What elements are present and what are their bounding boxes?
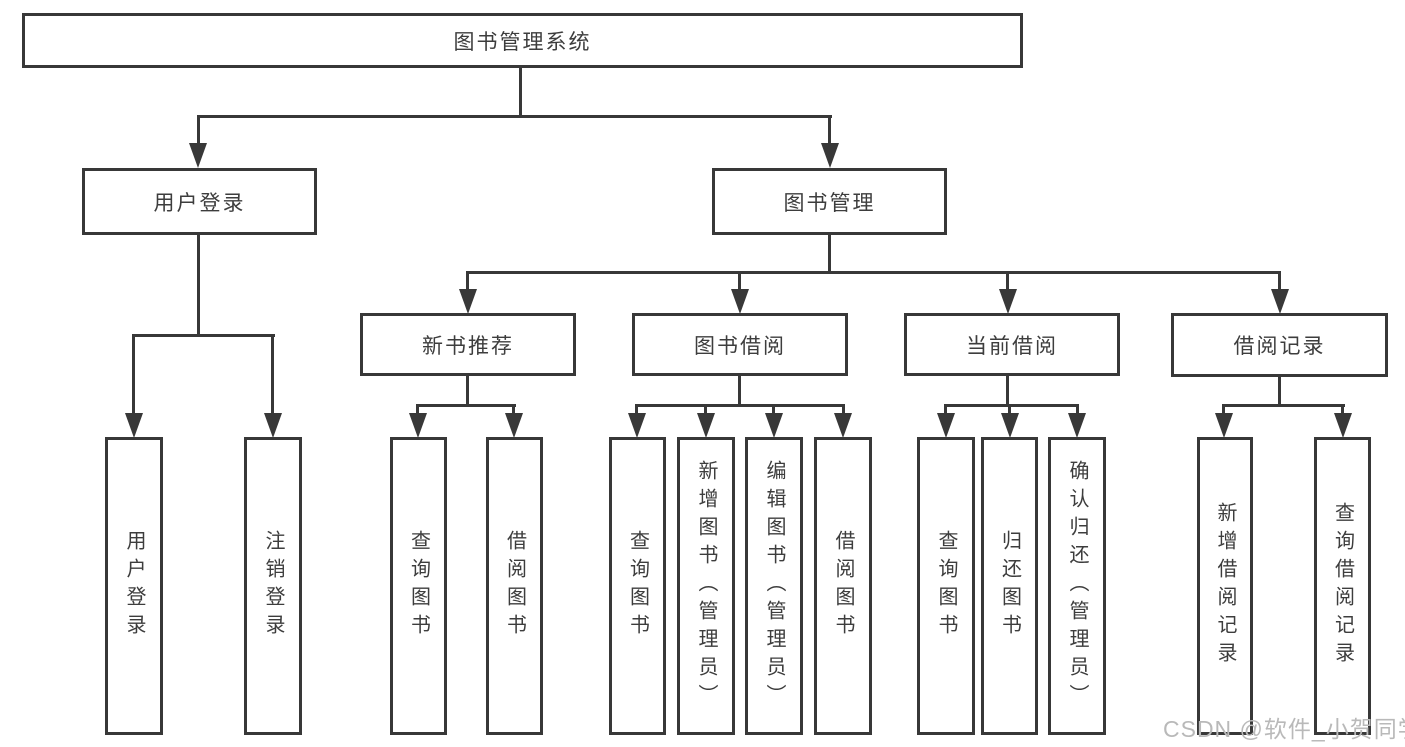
node-label: 新增图书（管理员） — [695, 460, 717, 712]
leaf-borrow-book-1: 借阅图书 — [486, 437, 543, 735]
connector-drop — [704, 404, 707, 416]
arrowhead-leaf — [1215, 413, 1233, 438]
leaf-query-book-2: 查询图书 — [609, 437, 666, 735]
connector-to-leaf-login — [132, 334, 135, 415]
leaf-return-book: 归还图书 — [981, 437, 1038, 735]
arrowhead-leaf — [1068, 413, 1086, 438]
node-new-book-recommend: 新书推荐 — [360, 313, 576, 376]
connector-new-book-branch-line — [416, 404, 516, 407]
node-label: 新书推荐 — [422, 334, 514, 358]
connector-drop — [1341, 404, 1344, 416]
connector-level3-branch-line — [466, 271, 1281, 274]
arrowhead-leaf — [409, 413, 427, 438]
arrowhead-new-book — [459, 289, 477, 314]
node-label: 查询图书 — [935, 530, 957, 642]
node-label: 查询图书 — [407, 530, 430, 642]
node-label: 用户登录 — [123, 530, 145, 642]
leaf-query-borrow-record: 查询借阅记录 — [1314, 437, 1371, 735]
leaf-add-borrow-record: 新增借阅记录 — [1197, 437, 1253, 735]
leaf-user-login: 用户登录 — [105, 437, 163, 735]
node-label: 查询图书 — [626, 530, 649, 642]
connector-drop — [842, 404, 845, 416]
connector-root-stem — [519, 68, 522, 117]
arrowhead-leaf-login — [125, 413, 143, 438]
arrowhead-leaf — [697, 413, 715, 438]
connector-user-login-stem — [197, 235, 200, 337]
node-label: 当前借阅 — [966, 334, 1058, 358]
arrowhead-book-borrow — [731, 289, 749, 314]
node-label: 图书管理系统 — [453, 30, 592, 54]
connector-drop — [772, 404, 775, 416]
arrowhead-user-login — [189, 143, 207, 168]
connector-to-book-borrow — [738, 271, 741, 291]
connector-user-login-branch-line — [132, 334, 275, 337]
connector-drop — [1222, 404, 1225, 416]
node-borrow-record: 借阅记录 — [1171, 313, 1388, 377]
node-label: 图书管理 — [783, 191, 876, 215]
node-book-management: 图书管理 — [712, 168, 947, 235]
arrowhead-leaf — [765, 413, 783, 438]
node-label: 注销登录 — [262, 530, 284, 642]
leaf-confirm-return-admin: 确认归还（管理员） — [1048, 437, 1106, 735]
arrowhead-leaf — [505, 413, 523, 438]
connector-root-branch-line — [197, 115, 832, 118]
connector-borrow-record-stem — [1278, 377, 1281, 407]
leaf-query-book-1: 查询图书 — [390, 437, 447, 735]
node-label: 归还图书 — [998, 530, 1021, 642]
node-user-login: 用户登录 — [82, 168, 317, 235]
arrowhead-leaf — [1001, 413, 1019, 438]
connector-to-leaf-logout — [271, 334, 274, 415]
node-label: 新增借阅记录 — [1214, 502, 1236, 670]
arrowhead-leaf-logout — [264, 413, 282, 438]
node-current-borrow: 当前借阅 — [904, 313, 1120, 376]
node-book-borrow: 图书借阅 — [632, 313, 848, 376]
connector-current-borrow-stem — [1006, 376, 1009, 407]
connector-drop — [512, 404, 515, 416]
node-label: 编辑图书（管理员） — [763, 460, 785, 712]
leaf-borrow-book-2: 借阅图书 — [814, 437, 872, 735]
connector-book-borrow-branch-line — [635, 404, 845, 407]
arrowhead-leaf — [937, 413, 955, 438]
leaf-add-book-admin: 新增图书（管理员） — [677, 437, 735, 735]
node-root-library-system: 图书管理系统 — [22, 13, 1023, 68]
arrowhead-leaf — [834, 413, 852, 438]
arrowhead-leaf — [1334, 413, 1352, 438]
connector-book-borrow-stem — [738, 376, 741, 407]
leaf-edit-book-admin: 编辑图书（管理员） — [745, 437, 803, 735]
connector-drop — [944, 404, 947, 416]
node-label: 借阅图书 — [832, 530, 854, 642]
connector-to-borrow-record — [1278, 271, 1281, 291]
connector-current-borrow-branch-line — [944, 404, 1079, 407]
connector-book-management-stem — [828, 233, 831, 274]
connector-drop — [416, 404, 419, 416]
arrowhead-book-management — [821, 143, 839, 168]
leaf-logout: 注销登录 — [244, 437, 302, 735]
node-label: 用户登录 — [153, 191, 246, 215]
arrowhead-current-borrow — [999, 289, 1017, 314]
connector-new-book-stem — [466, 376, 469, 407]
connector-to-current-borrow — [1006, 271, 1009, 291]
connector-to-new-book — [466, 271, 469, 291]
connector-drop — [635, 404, 638, 416]
node-label: 借阅图书 — [503, 530, 526, 642]
connector-to-book-management — [828, 115, 831, 145]
connector-to-user-login — [197, 115, 200, 145]
node-label: 查询借阅记录 — [1331, 502, 1354, 670]
connector-drop — [1008, 404, 1011, 416]
leaf-query-book-3: 查询图书 — [917, 437, 975, 735]
node-label: 确认归还（管理员） — [1066, 460, 1088, 712]
arrowhead-leaf — [628, 413, 646, 438]
connector-borrow-record-branch-line — [1222, 404, 1345, 407]
node-label: 图书借阅 — [694, 334, 786, 358]
csdn-watermark: CSDN @软件_小贺同学 — [1163, 716, 1405, 742]
node-label: 借阅记录 — [1233, 335, 1326, 358]
connector-drop — [1076, 404, 1079, 416]
arrowhead-borrow-record — [1271, 289, 1289, 314]
